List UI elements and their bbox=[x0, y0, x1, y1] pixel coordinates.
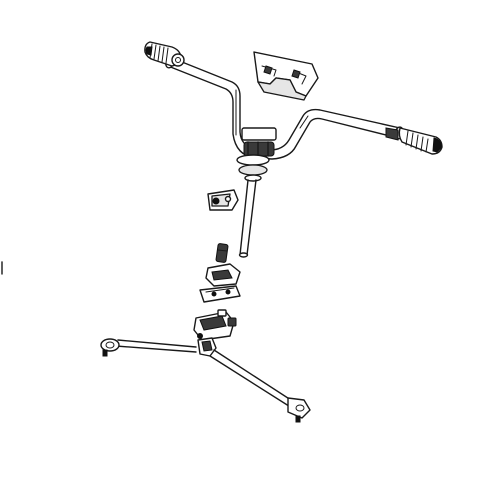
pinch-bolt bbox=[215, 243, 229, 263]
upper-bearing-housing bbox=[199, 263, 241, 303]
right-grip bbox=[385, 127, 443, 155]
lower-bearing-housing bbox=[193, 309, 237, 357]
left-tie-rod bbox=[100, 338, 197, 357]
upper-clamp bbox=[241, 127, 277, 157]
steering-stem bbox=[238, 179, 257, 258]
left-grip bbox=[144, 41, 185, 67]
handlebar-pad-cover bbox=[253, 51, 319, 101]
right-tie-rod bbox=[209, 349, 311, 423]
stem-bracket bbox=[207, 189, 239, 211]
stem-collar bbox=[236, 154, 270, 182]
